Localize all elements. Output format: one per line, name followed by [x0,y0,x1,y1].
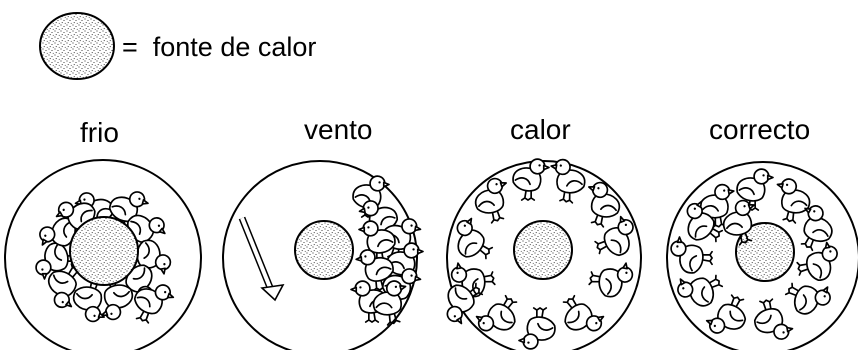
legend: = fonte de calor [40,13,316,79]
panel-vento [223,161,423,350]
panel-frio [5,160,201,350]
panel-label-calor: calor [510,114,571,145]
heat-source-icon [70,217,138,285]
heat-source-icon [295,221,353,279]
panel-label-vento: vento [304,114,373,145]
panel-label-correcto: correcto [709,114,810,145]
legend-heat-source-icon [40,13,114,79]
legend-text: = fonte de calor [122,32,316,62]
panel-label-frio: frio [80,117,119,148]
panel-calor [436,158,641,350]
panel-correcto [667,162,858,350]
heat-source-icon [514,221,572,279]
